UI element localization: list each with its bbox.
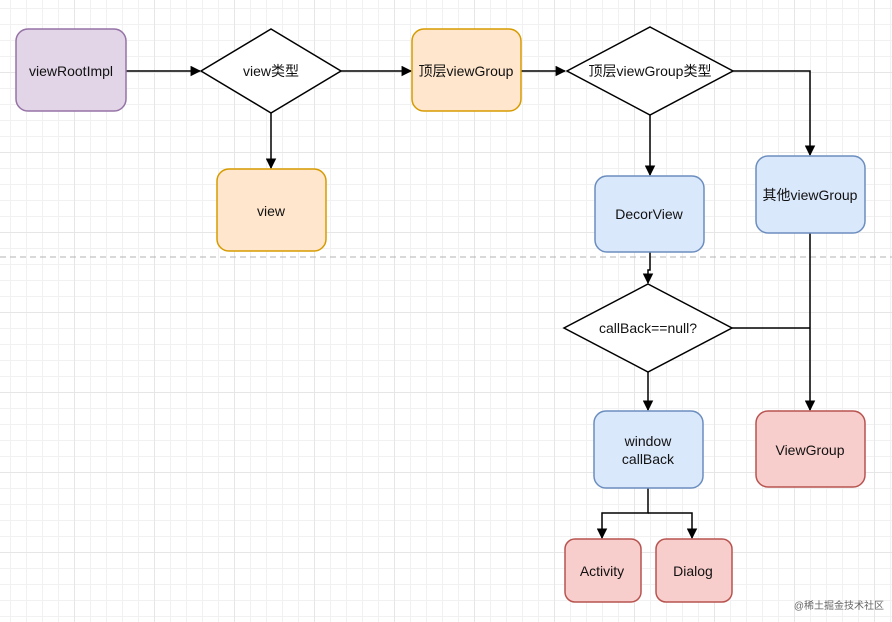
edge-windowcallback-to-activity bbox=[596, 488, 649, 540]
node-dialog-label: Dialog bbox=[673, 563, 713, 579]
node-view-label: view bbox=[257, 203, 286, 219]
node-callbacknull-diamond bbox=[562, 283, 734, 373]
node-viewrootimpl-label: viewRootImpl bbox=[29, 63, 113, 79]
edges bbox=[126, 65, 816, 540]
node-windowcallback bbox=[593, 410, 704, 489]
node-decorview-label: DecorView bbox=[615, 206, 683, 222]
node-viewgroup bbox=[755, 410, 866, 488]
node-view bbox=[216, 168, 327, 252]
node-viewgroup-label: ViewGroup bbox=[775, 442, 844, 458]
node-topviewgroup-type-diamond bbox=[565, 26, 735, 116]
node-windowcallback-label-line1: window bbox=[624, 433, 673, 449]
node-activity bbox=[564, 538, 642, 603]
node-activity-label: Activity bbox=[580, 563, 624, 579]
node-callbacknull-label: callBack==null? bbox=[599, 320, 697, 336]
node-dialog bbox=[655, 538, 733, 603]
edge-type-to-otherviewgroup bbox=[733, 70, 816, 157]
node-otherviewgroup bbox=[755, 155, 866, 234]
node-otherviewgroup-label: 其他viewGroup bbox=[763, 187, 858, 203]
edge-windowcallback-to-dialog bbox=[648, 512, 698, 540]
node-windowcallback-label-line2: callBack bbox=[622, 451, 675, 467]
node-topviewgroup-type-label: 顶层viewGroup类型 bbox=[589, 63, 712, 79]
node-decorview bbox=[594, 175, 705, 253]
node-viewtype-label: view类型 bbox=[243, 63, 299, 79]
edge-decorview-to-callbacknull bbox=[642, 252, 654, 285]
node-topviewgroup bbox=[411, 28, 522, 112]
node-viewtype-diamond bbox=[199, 28, 343, 114]
watermark: @稀土掘金技术社区 bbox=[794, 599, 884, 612]
node-viewrootimpl bbox=[15, 28, 127, 112]
node-topviewgroup-label: 顶层viewGroup bbox=[419, 63, 514, 79]
